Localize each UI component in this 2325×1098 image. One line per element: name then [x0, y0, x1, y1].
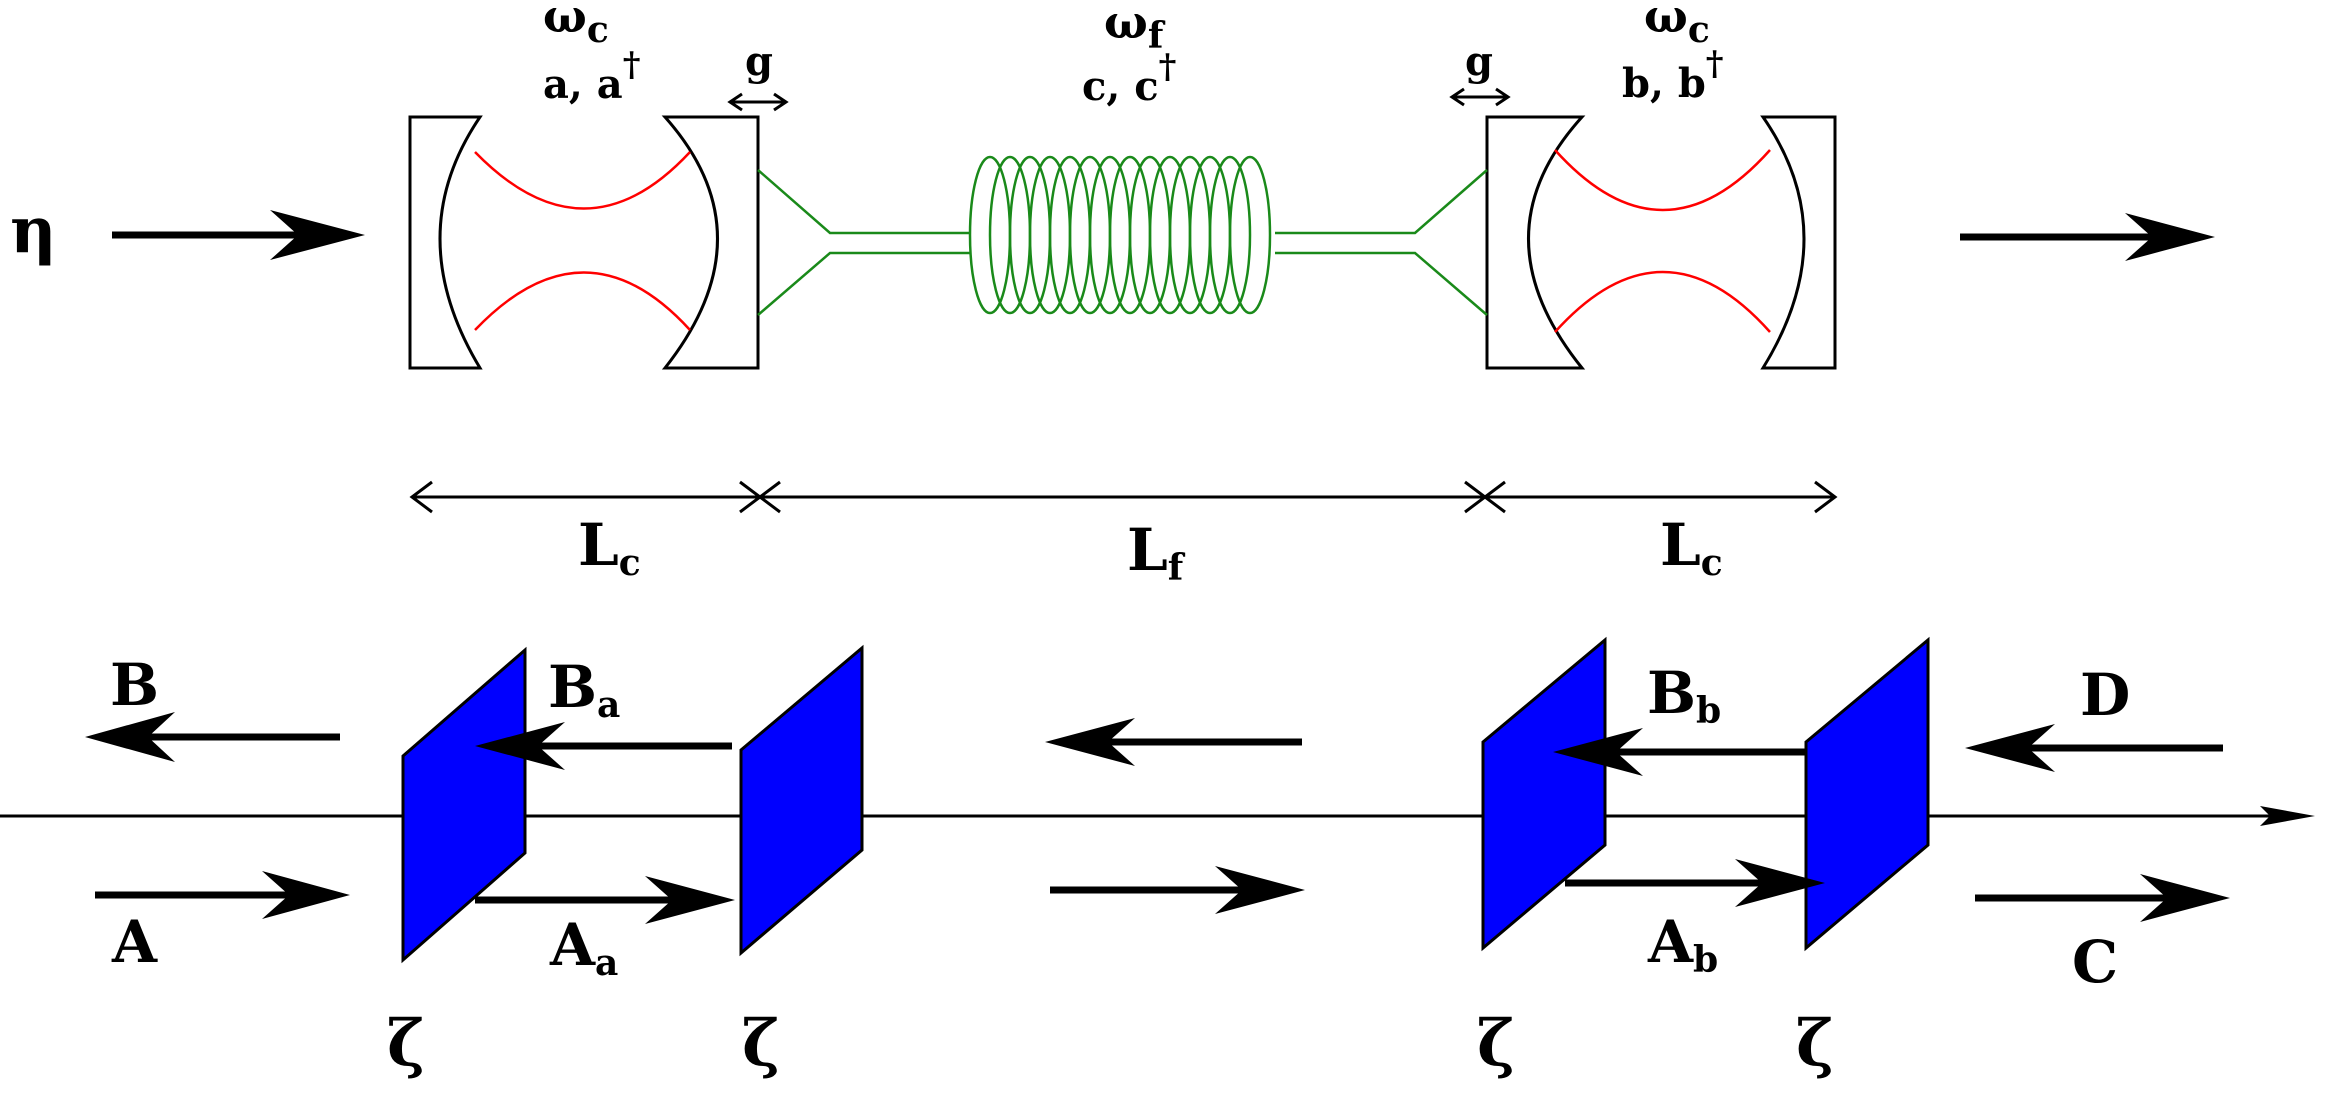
label-A: A: [111, 908, 158, 976]
left-cavity-mode-upper: [474, 151, 691, 210]
label-Bb: Bb: [1647, 659, 1721, 732]
arrow-fiber-forward: [1050, 866, 1305, 914]
cavity-left-modes: a, a†: [543, 45, 640, 108]
arrow-A-in: [95, 871, 350, 919]
fiber-coil: [968, 155, 1272, 315]
fiber-frequency: ωf: [1104, 0, 1166, 57]
arrow-C-out: [1975, 874, 2230, 922]
arrow-Ab: [1565, 859, 1825, 907]
mirror-4-zeta-label: ζ: [1796, 1006, 1834, 1081]
cavity-right-modes: b, b†: [1622, 44, 1724, 107]
label-Aa: Aa: [549, 911, 618, 984]
fiber-modes: c, c†: [1082, 47, 1176, 110]
mirror-1-zeta-label: ζ: [387, 1006, 425, 1081]
fiber-taper-left: [757, 169, 970, 316]
propagation-axis: [0, 806, 2315, 826]
length-left-label: Lc: [578, 511, 641, 584]
mirror-2-zeta-label: ζ: [742, 1006, 780, 1081]
arrow-B-out: [85, 712, 340, 762]
right-cavity-mirror-2: [1760, 115, 1837, 370]
length-dimension-line: [409, 480, 1838, 514]
fiber: [757, 155, 1488, 316]
label-D: D: [2080, 661, 2130, 729]
length-right-label: Lc: [1660, 511, 1723, 584]
left-cavity-mirror-1: [408, 115, 483, 370]
arrow-Bb: [1553, 728, 1806, 776]
cavity-right-frequency: ωc: [1644, 0, 1710, 51]
fiber-taper-right: [1275, 169, 1488, 316]
mirror-3-zeta-label: ζ: [1477, 1006, 1515, 1081]
right-cavity-mirror-1: [1485, 115, 1586, 370]
mirror-plate-1: [401, 646, 527, 964]
input-arrow: [112, 210, 365, 260]
label-C: C: [2072, 928, 2118, 996]
output-arrow: [1960, 213, 2215, 261]
left-cavity-mode-lower: [474, 271, 691, 331]
mirror-plate-2: [739, 644, 864, 957]
arrow-Aa: [475, 876, 735, 924]
coupling-right-label: g: [1465, 38, 1493, 85]
coupling-left-label: g: [745, 38, 773, 85]
mirror-plate-4: [1804, 636, 1930, 952]
right-cavity-mode-lower: [1554, 270, 1771, 333]
label-B: B: [110, 651, 159, 719]
label-Ba: Ba: [548, 653, 620, 726]
right-cavity: [1485, 115, 1837, 370]
left-cavity-mirror-2: [661, 115, 760, 370]
label-Ab: Ab: [1647, 908, 1718, 981]
arrow-D-in: [1965, 724, 2223, 772]
left-cavity: [408, 115, 760, 370]
arrow-Ba: [475, 722, 732, 770]
right-cavity-mode-upper: [1554, 149, 1771, 212]
coupling-left-arrow: [727, 92, 789, 112]
length-middle-label: Lf: [1127, 516, 1186, 589]
mirror-plate-3: [1481, 636, 1607, 952]
input-eta-label: η: [10, 193, 57, 268]
cavity-left-frequency: ωc: [543, 0, 609, 51]
coupling-right-arrow: [1449, 87, 1511, 107]
arrow-fiber-backward: [1045, 718, 1302, 766]
